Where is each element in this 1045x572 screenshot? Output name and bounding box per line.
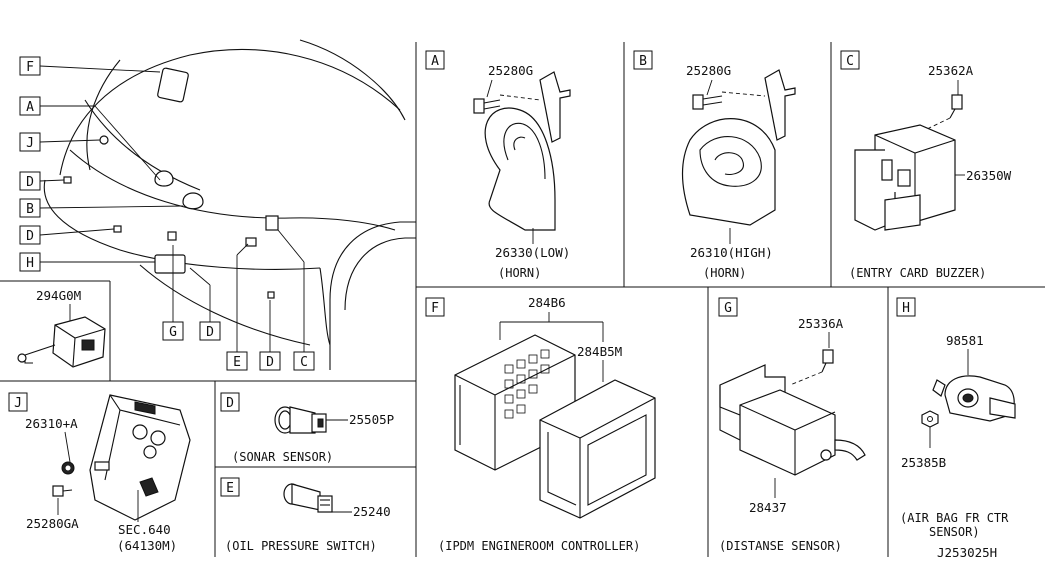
callout-c: C (277, 229, 315, 371)
svg-text:(IPDM ENGINEROOM CONTROLLER): (IPDM ENGINEROOM CONTROLLER) (438, 539, 640, 553)
callout-d1: D (19, 171, 65, 191)
callout-e: E (226, 243, 249, 371)
svg-text:(DISTANSE SENSOR): (DISTANSE SENSOR) (719, 539, 842, 553)
svg-text:284B6: 284B6 (528, 295, 566, 310)
svg-text:(AIR BAG FR CTR: (AIR BAG FR CTR (900, 511, 1009, 525)
inset-294g0m: 294G0M (17, 288, 106, 368)
svg-text:25505P: 25505P (349, 412, 394, 427)
svg-text:(SONAR SENSOR): (SONAR SENSOR) (232, 450, 333, 464)
panel-j: J 26310+A 25280GA SEC.640 (64130M) (8, 392, 191, 553)
panel-d: D 25505P (SONAR SENSOR) (220, 392, 394, 464)
svg-text:J: J (14, 396, 22, 411)
callout-a: A (19, 96, 161, 181)
svg-text:25385B: 25385B (901, 455, 946, 470)
panel-c: C 25362A 26350W (ENTRY CARD BUZZER) (840, 50, 1012, 280)
svg-text:F: F (431, 301, 439, 316)
svg-text:25280GA: 25280GA (26, 516, 79, 531)
svg-text:SENSOR): SENSOR) (929, 525, 980, 539)
svg-text:C: C (300, 355, 308, 370)
svg-text:D: D (26, 175, 34, 190)
svg-text:26330(LOW): 26330(LOW) (495, 245, 570, 260)
callout-d4: D (259, 300, 281, 371)
panel-b: B 25280G 26310(HIGH) (HORN) (633, 50, 796, 280)
svg-text:25280G: 25280G (488, 63, 533, 78)
callout-f: F (19, 56, 161, 76)
svg-text:25336A: 25336A (798, 316, 844, 331)
panel-h: H 98581 25385B (AIR BAG FR CTR SENSOR) (896, 297, 1016, 539)
panel-a: A 25280G 26330(LOW) (HORN) (425, 50, 571, 280)
svg-text:E: E (226, 481, 234, 496)
svg-text:C: C (846, 54, 854, 69)
svg-text:(HORN): (HORN) (498, 266, 541, 280)
svg-text:26310+A: 26310+A (25, 416, 78, 431)
svg-text:26350W: 26350W (966, 168, 1012, 183)
callout-j: J (19, 132, 101, 152)
svg-text:25362A: 25362A (928, 63, 974, 78)
svg-text:E: E (233, 355, 241, 370)
svg-text:F: F (26, 60, 34, 75)
svg-text:G: G (724, 301, 732, 316)
svg-text:284B5M: 284B5M (577, 344, 622, 359)
diagram-id: J253025H (937, 545, 997, 560)
svg-text:294G0M: 294G0M (36, 288, 81, 303)
callout-g: G (162, 245, 184, 341)
callout-h: H (19, 252, 155, 272)
svg-text:D: D (226, 396, 234, 411)
svg-text:(HORN): (HORN) (703, 266, 746, 280)
vehicle-overview: F A J D B D H (19, 39, 416, 371)
panel-g: G 25336A 28437 (DISTANSE SENSOR) (718, 297, 866, 553)
svg-text:B: B (639, 54, 647, 69)
callout-d2: D (19, 225, 115, 245)
svg-text:98581: 98581 (946, 333, 984, 348)
svg-text:J: J (26, 136, 34, 151)
svg-text:D: D (26, 229, 34, 244)
svg-text:25280G: 25280G (686, 63, 731, 78)
svg-text:D: D (266, 355, 274, 370)
panel-f: F 284B6 284B5M (425, 295, 656, 553)
svg-text:A: A (431, 54, 439, 69)
panel-grid (0, 42, 1045, 557)
svg-text:H: H (902, 301, 910, 316)
svg-text:B: B (26, 202, 34, 217)
svg-text:28437: 28437 (749, 500, 787, 515)
svg-text:(64130M): (64130M) (117, 538, 177, 553)
svg-text:(ENTRY CARD BUZZER): (ENTRY CARD BUZZER) (849, 266, 986, 280)
svg-text:26310(HIGH): 26310(HIGH) (690, 245, 773, 260)
svg-text:D: D (206, 325, 214, 340)
svg-text:G: G (169, 325, 177, 340)
callout-b: B (19, 198, 184, 218)
svg-text:SEC.640: SEC.640 (118, 522, 171, 537)
svg-text:H: H (26, 256, 34, 271)
svg-text:A: A (26, 100, 34, 115)
panel-e: E 25240 (OIL PRESSURE SWITCH) (220, 477, 391, 553)
callout-d3: D (189, 267, 221, 341)
svg-text:(OIL PRESSURE SWITCH): (OIL PRESSURE SWITCH) (225, 539, 377, 553)
svg-text:25240: 25240 (353, 504, 391, 519)
